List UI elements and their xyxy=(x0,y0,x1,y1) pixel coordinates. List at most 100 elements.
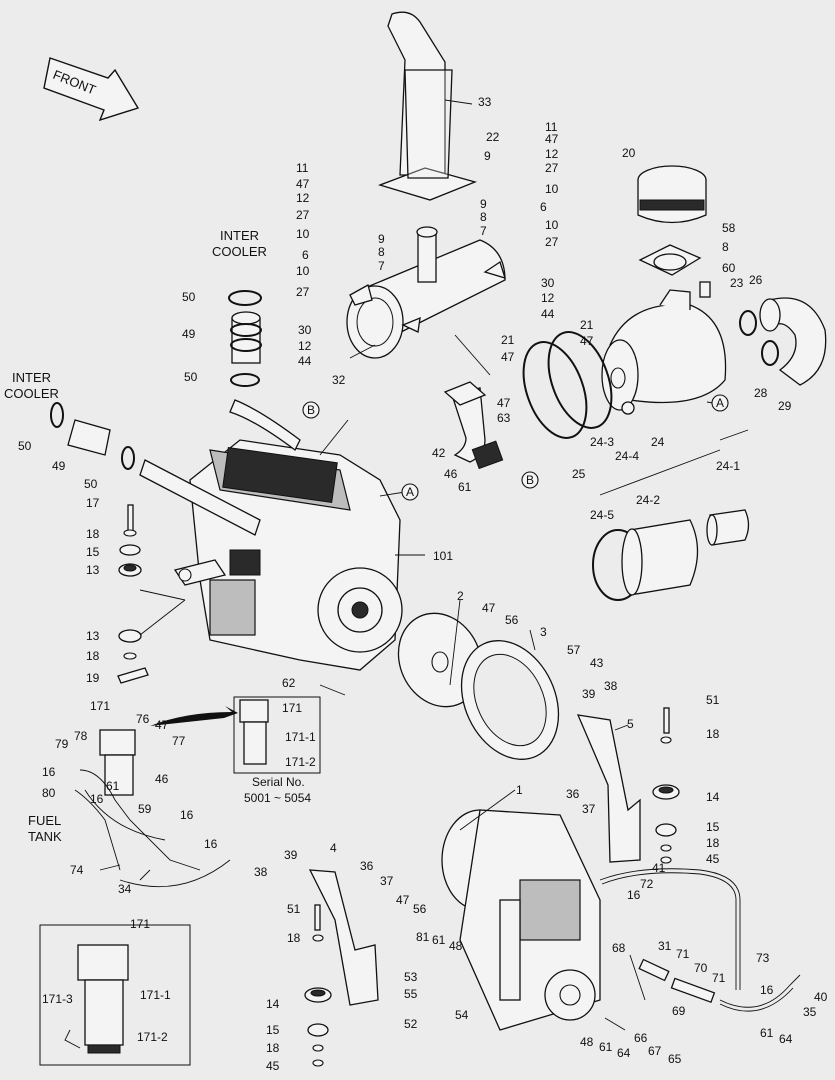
part-number: 61 xyxy=(106,779,120,793)
part-number: 23 xyxy=(730,276,744,290)
part-number: 70 xyxy=(694,961,708,975)
svg-text:B: B xyxy=(307,403,315,417)
part-number: 45 xyxy=(266,1059,280,1073)
part-number: 6 xyxy=(302,248,309,262)
engine-assembly xyxy=(139,399,403,671)
part-number: 69 xyxy=(672,1004,686,1018)
inset-label-171-2: 171-2 xyxy=(137,1030,168,1044)
cooler-lines xyxy=(599,868,801,1031)
part-number: 32 xyxy=(332,373,346,387)
part-number: 18 xyxy=(86,527,100,541)
part-number: 63 xyxy=(497,411,511,425)
front-arrow-icon: FRONT xyxy=(43,57,140,122)
leader-lines xyxy=(99,99,749,881)
part-number: 27 xyxy=(296,285,310,299)
part-number: 64 xyxy=(617,1046,631,1060)
fuel-tank-line1: FUEL xyxy=(28,813,61,828)
part-number: 10 xyxy=(296,227,310,241)
part-number: 49 xyxy=(52,459,66,473)
part-number: 50 xyxy=(182,290,196,304)
part-number: 38 xyxy=(254,865,268,879)
serial-range: 5001 ~ 5054 xyxy=(244,791,311,805)
part-number: 11 xyxy=(296,161,309,175)
part-number: 31 xyxy=(658,939,672,953)
part-number: 48 xyxy=(449,939,463,953)
part-number: 49 xyxy=(182,327,196,341)
part-number: 8 xyxy=(722,240,729,254)
part-number: 38 xyxy=(604,679,618,693)
part-number: 1 xyxy=(516,783,523,797)
muffler xyxy=(346,226,506,359)
part-number: 56 xyxy=(413,902,427,916)
part-number: 15 xyxy=(706,820,720,834)
part-number: 40 xyxy=(814,990,828,1004)
part-number: 14 xyxy=(706,790,720,804)
part-number: 24-5 xyxy=(590,508,614,522)
part-number: 19 xyxy=(86,671,100,685)
part-number: 12 xyxy=(545,147,559,161)
svg-text:B: B xyxy=(526,473,534,487)
part-number: 46 xyxy=(444,467,458,481)
part-number: 16 xyxy=(204,837,218,851)
part-number: 11 xyxy=(545,120,558,134)
part-number: 50 xyxy=(18,439,32,453)
part-number: 43 xyxy=(590,656,604,670)
serial-box-arrow-icon xyxy=(150,706,238,726)
exhaust-pipe xyxy=(443,381,504,470)
part-number: 53 xyxy=(404,970,418,984)
part-number: 46 xyxy=(155,772,169,786)
part-number: 18 xyxy=(706,836,720,850)
part-number: 25 xyxy=(572,467,586,481)
part-number: 21 xyxy=(580,318,594,332)
part-number: 61 xyxy=(458,480,472,494)
part-number: 79 xyxy=(55,737,69,751)
part-number: 65 xyxy=(668,1052,682,1066)
part-number: 17 xyxy=(86,496,100,510)
part-number: 20 xyxy=(622,146,636,160)
clamp-26 xyxy=(739,310,757,336)
part-number: 44 xyxy=(541,307,555,321)
part-number: 56 xyxy=(505,613,519,627)
callout-A-upper: A xyxy=(711,394,729,412)
part-number: 18 xyxy=(86,649,100,663)
inset-label-171-1: 171-1 xyxy=(140,988,171,1002)
air-intake-elbow xyxy=(759,297,827,386)
part-number: 47 xyxy=(396,893,410,907)
part-number: 18 xyxy=(287,931,301,945)
serial-title: Serial No. xyxy=(252,775,305,789)
part-number: 54 xyxy=(455,1008,469,1022)
part-number: 47 xyxy=(580,334,594,348)
sensor-23 xyxy=(699,281,711,298)
part-number: 12 xyxy=(541,291,555,305)
part-number: 47 xyxy=(501,350,515,364)
right-mount-stack xyxy=(652,707,680,864)
serial-label-171: 171 xyxy=(282,701,302,715)
part-number: 64 xyxy=(779,1032,793,1046)
part-number: 39 xyxy=(284,848,298,862)
part-number: 77 xyxy=(172,734,186,748)
part-number: 35 xyxy=(803,1005,817,1019)
part-number: 27 xyxy=(296,208,310,222)
part-number: 71 xyxy=(676,947,690,961)
part-number: 171 xyxy=(90,699,110,713)
part-number: 27 xyxy=(545,161,559,175)
part-number: 61 xyxy=(760,1026,774,1040)
part-number: 55 xyxy=(404,987,418,1001)
part-number: 10 xyxy=(296,264,310,278)
inset-label-171: 171 xyxy=(130,917,150,931)
inset-fuel-filter-box xyxy=(39,924,191,1066)
serial-label-171-2: 171-2 xyxy=(285,755,316,769)
part-number: 14 xyxy=(266,997,280,1011)
inter-cooler-left-line2: COOLER xyxy=(4,386,59,401)
part-number: 16 xyxy=(627,888,641,902)
inter-cooler-top-line1: INTER xyxy=(220,228,259,243)
part-number: 30 xyxy=(541,276,555,290)
mount-bracket-left xyxy=(308,869,379,1006)
part-number: 52 xyxy=(404,1017,418,1031)
part-number: 72 xyxy=(640,877,654,891)
part-number: 50 xyxy=(184,370,198,384)
part-number: 78 xyxy=(74,729,88,743)
part-number: 13 xyxy=(86,563,100,577)
transmission xyxy=(441,809,601,1031)
